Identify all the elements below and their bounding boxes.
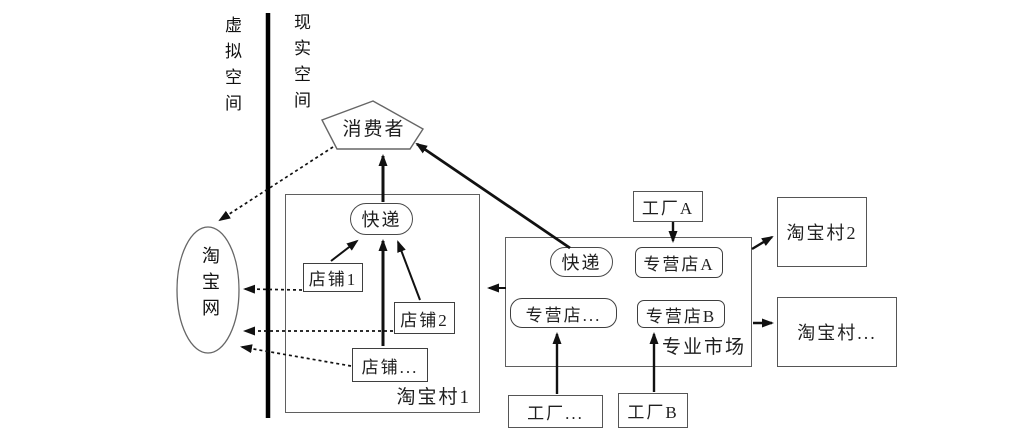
node-factory-b: 工厂B <box>618 393 688 428</box>
node-taobao-village2: 淘宝村2 <box>777 197 867 267</box>
taobao-village1-label: 淘宝村1 <box>396 387 471 408</box>
market-label: 专业市场 <box>661 337 746 358</box>
factory-a-label: 工厂A <box>641 199 695 218</box>
shop1-label: 店铺1 <box>308 270 358 289</box>
node-factory-more: 工厂... <box>508 395 603 428</box>
node-shop1: 店铺1 <box>303 263 363 292</box>
express-village-label: 快递 <box>361 210 402 230</box>
consumer-label: 消费者 <box>342 118 406 140</box>
virtual-space-label: 虚拟空间 <box>222 16 241 120</box>
store-a-label: 专营店A <box>643 255 715 274</box>
node-market: 专业市场 <box>505 237 752 367</box>
taobao-village-more-label: 淘宝村... <box>797 323 877 343</box>
factory-b-label: 工厂B <box>627 403 679 422</box>
node-store-more: 专营店... <box>510 298 617 328</box>
node-taobao-village-more: 淘宝村... <box>777 297 897 367</box>
real-space-label: 现实空间 <box>291 13 310 117</box>
factory-more-label: 工厂... <box>527 404 584 423</box>
shop2-label: 店铺2 <box>400 310 449 330</box>
shop-more-label: 店铺... <box>361 357 419 377</box>
store-b-label: 专营店B <box>645 306 717 326</box>
node-factory-a: 工厂A <box>633 191 703 222</box>
node-shop-more: 店铺... <box>352 348 428 382</box>
taobao-village2-label: 淘宝村2 <box>786 223 858 243</box>
store-more-label: 专营店... <box>525 305 602 325</box>
node-express-market: 快递 <box>550 247 613 277</box>
taobao-net-label: 淘宝网 <box>200 246 220 324</box>
node-store-b: 专营店B <box>637 300 725 328</box>
node-express-village: 快递 <box>350 203 413 235</box>
edge-market-village2 <box>751 235 774 251</box>
node-shop2: 店铺2 <box>394 302 455 334</box>
express-market-label: 快递 <box>561 253 602 273</box>
node-store-a: 专营店A <box>635 247 723 278</box>
